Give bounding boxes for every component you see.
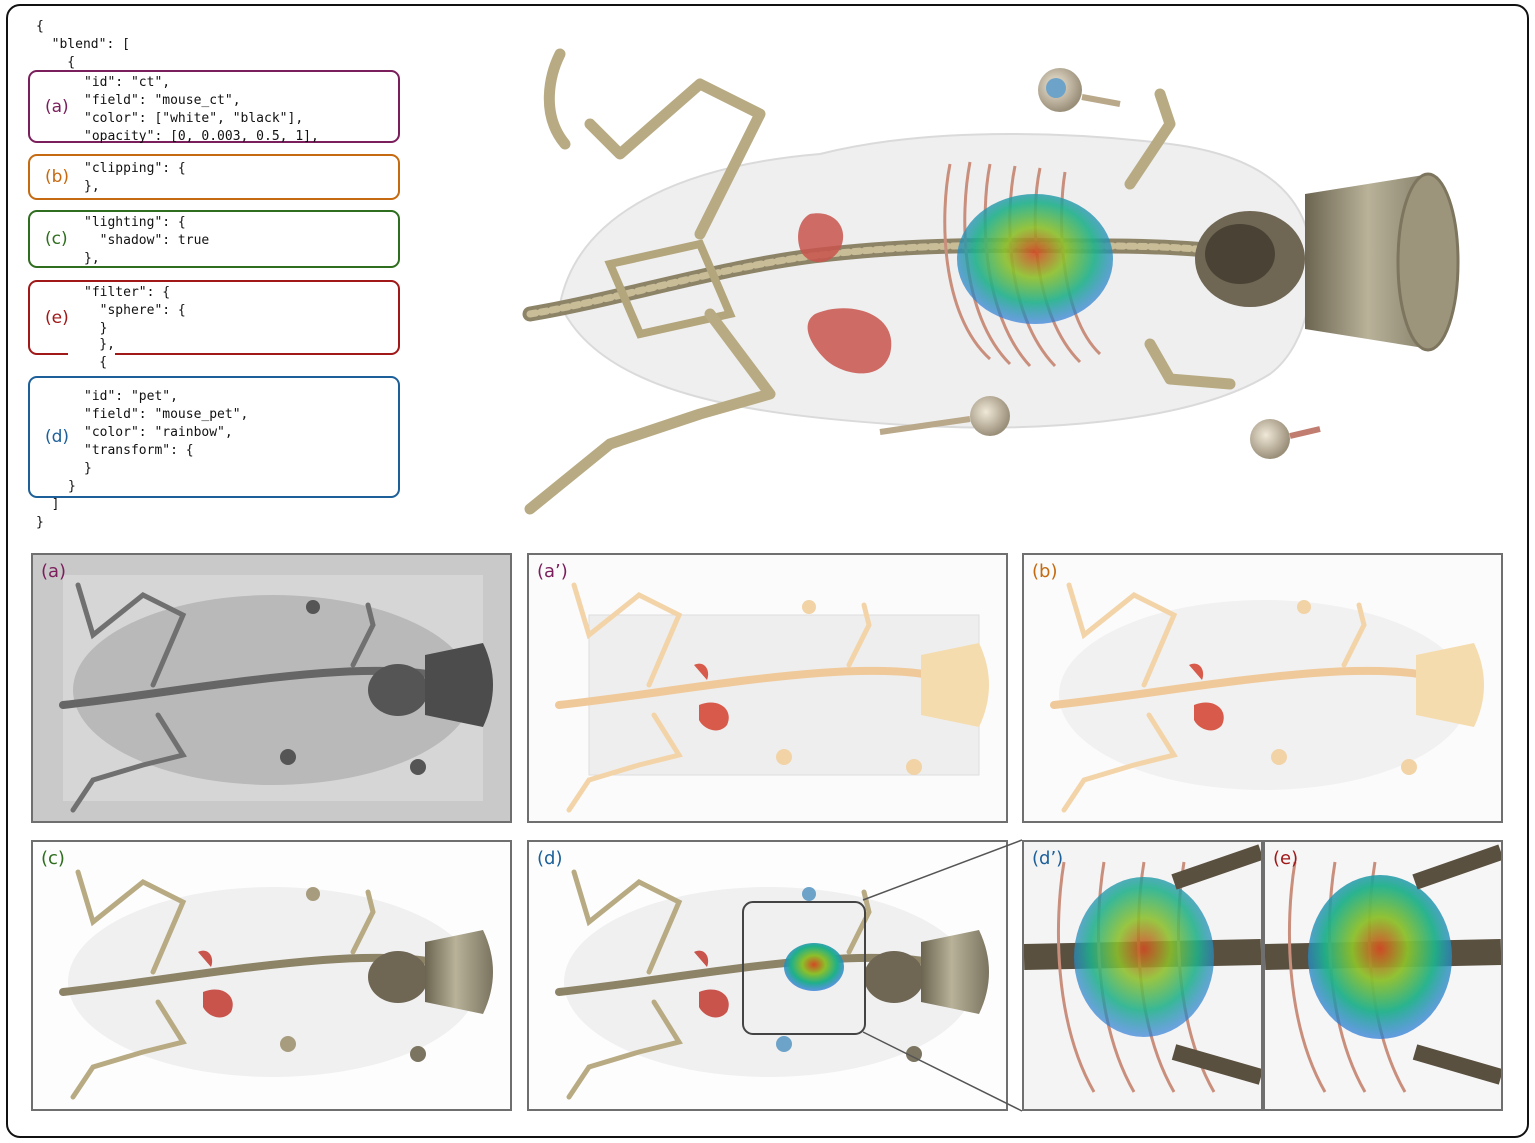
- panel-label-c: (c): [41, 848, 65, 869]
- code-box-d: (d) "id": "pet", "field": "mouse_pet", "…: [28, 376, 400, 498]
- panel-e: (e): [1263, 840, 1503, 1111]
- code-box-a: (a) "id": "ct", "field": "mouse_ct", "co…: [28, 70, 400, 144]
- code-open: { "blend": [ {: [36, 19, 130, 70]
- render-a-prime-light: [529, 555, 1006, 821]
- panel-label-b: (b): [1032, 561, 1058, 582]
- panel-a: (a): [31, 553, 512, 823]
- render-d-prime-zoom: [1024, 842, 1261, 1109]
- panel-d-prime: (d’): [1022, 840, 1263, 1111]
- render-c-shadow: [33, 842, 510, 1109]
- panel-d: (d): [527, 840, 1008, 1111]
- render-b-clipped: [1024, 555, 1501, 821]
- code-tag-b: (b): [45, 167, 70, 187]
- code-block-d: "id": "pet", "field": "mouse_pet", "colo…: [84, 389, 249, 476]
- panel-label-a-prime: (a’): [537, 561, 568, 582]
- panel-b: (b): [1022, 553, 1503, 823]
- code-close: ] }: [36, 497, 60, 530]
- mouse-volume-render-main: [522, 48, 1460, 515]
- render-e-sphere-filter: [1265, 842, 1501, 1109]
- code-mid: }, {: [68, 336, 115, 372]
- code-tag-e: (e): [45, 307, 69, 328]
- code-block-c: "lighting": { "shadow": true },: [84, 215, 210, 266]
- code-box-c: (c) "lighting": { "shadow": true },: [28, 210, 400, 268]
- panel-label-d: (d): [537, 848, 563, 869]
- panel-a-prime: (a’): [527, 553, 1008, 823]
- code-block-d-close: }: [68, 479, 76, 494]
- code-block-a: "id": "ct", "field": "mouse_ct", "color"…: [84, 75, 319, 144]
- panel-c: (c): [31, 840, 512, 1111]
- code-tag-d: (d): [45, 427, 70, 447]
- render-a-grayscale: [33, 555, 510, 821]
- code-tag-c: (c): [45, 229, 68, 249]
- panel-label-a: (a): [41, 561, 67, 582]
- code-block-b: "clipping": { },: [84, 161, 186, 194]
- panel-label-d-prime: (d’): [1032, 848, 1064, 869]
- main-render: [470, 14, 1510, 530]
- code-box-b: (b) "clipping": { },: [28, 154, 400, 200]
- code-tag-a: (a): [45, 96, 69, 117]
- render-d-pet-overlay: [529, 842, 1006, 1109]
- panel-label-e: (e): [1273, 848, 1299, 869]
